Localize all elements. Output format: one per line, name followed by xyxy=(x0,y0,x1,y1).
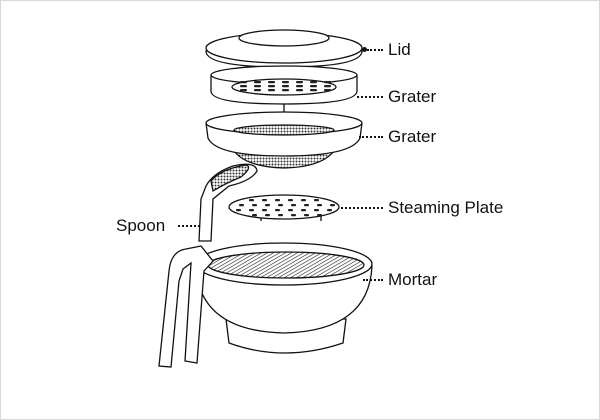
steaming-hole xyxy=(252,214,257,217)
grater-hole xyxy=(268,81,275,84)
label-steaming-plate: Steaming Plate xyxy=(388,198,504,217)
lid-leader-dot xyxy=(362,47,367,52)
steaming-hole xyxy=(275,199,280,202)
grater-hole xyxy=(296,89,303,92)
steaming-hole xyxy=(278,214,283,217)
spoon-leader xyxy=(178,225,200,227)
grater-hole xyxy=(254,85,261,88)
grater-hole xyxy=(296,85,303,88)
grater-hole xyxy=(240,85,247,88)
steaming-hole xyxy=(262,199,267,202)
grater-top-part xyxy=(210,65,358,113)
steaming-hole xyxy=(327,209,332,212)
steaming-hole xyxy=(252,204,257,207)
steaming-hole xyxy=(314,199,319,202)
steaming-hole xyxy=(239,204,244,207)
grater-bottom-part xyxy=(205,111,363,169)
grater-hole xyxy=(240,81,247,84)
grater-bottom-leader xyxy=(359,136,383,138)
label-mortar: Mortar xyxy=(388,270,438,289)
grater-hole xyxy=(240,89,247,92)
steaming-hole xyxy=(330,204,335,207)
grater-hole xyxy=(324,85,331,88)
steaming-hole xyxy=(236,209,241,212)
steaming-hole xyxy=(291,214,296,217)
mortar-part xyxy=(158,242,373,368)
steaming-hole xyxy=(304,204,309,207)
steaming-hole xyxy=(291,204,296,207)
steaming-hole xyxy=(301,209,306,212)
grater-top-leader xyxy=(357,96,383,98)
grater-hole xyxy=(310,81,317,84)
steaming-hole xyxy=(249,209,254,212)
label-spoon: Spoon xyxy=(116,216,166,235)
steaming-hole xyxy=(317,204,322,207)
steaming-hole xyxy=(301,199,306,202)
steaming-hole xyxy=(278,204,283,207)
lid-part xyxy=(205,29,363,68)
grater-hole xyxy=(282,81,289,84)
steaming-hole xyxy=(265,214,270,217)
steaming-hole xyxy=(262,209,267,212)
steaming-hole xyxy=(288,199,293,202)
grater-hole xyxy=(268,85,275,88)
grater-hole xyxy=(324,89,331,92)
grater-hole xyxy=(282,85,289,88)
grater-hole xyxy=(282,89,289,92)
grater-hole xyxy=(296,81,303,84)
grater-hole xyxy=(324,81,331,84)
steaming-hole xyxy=(314,209,319,212)
grater-hole xyxy=(310,89,317,92)
grater-hole xyxy=(254,89,261,92)
steaming-hole xyxy=(317,214,322,217)
grater-hole xyxy=(268,89,275,92)
grater-hole xyxy=(254,81,261,84)
lid-leader xyxy=(367,49,383,51)
steaming-hole xyxy=(275,209,280,212)
steaming-plate-leader xyxy=(341,207,383,209)
label-lid: Lid xyxy=(388,40,411,59)
mortar-leader xyxy=(363,279,383,281)
steaming-hole xyxy=(249,199,254,202)
steaming-hole xyxy=(288,209,293,212)
steaming-hole xyxy=(304,214,309,217)
grater-hole xyxy=(310,85,317,88)
label-grater-top: Grater xyxy=(388,87,437,106)
label-grater-bottom: Grater xyxy=(388,127,437,146)
steaming-hole xyxy=(265,204,270,207)
steaming-plate-part xyxy=(228,194,340,221)
spoon-part xyxy=(198,163,258,242)
